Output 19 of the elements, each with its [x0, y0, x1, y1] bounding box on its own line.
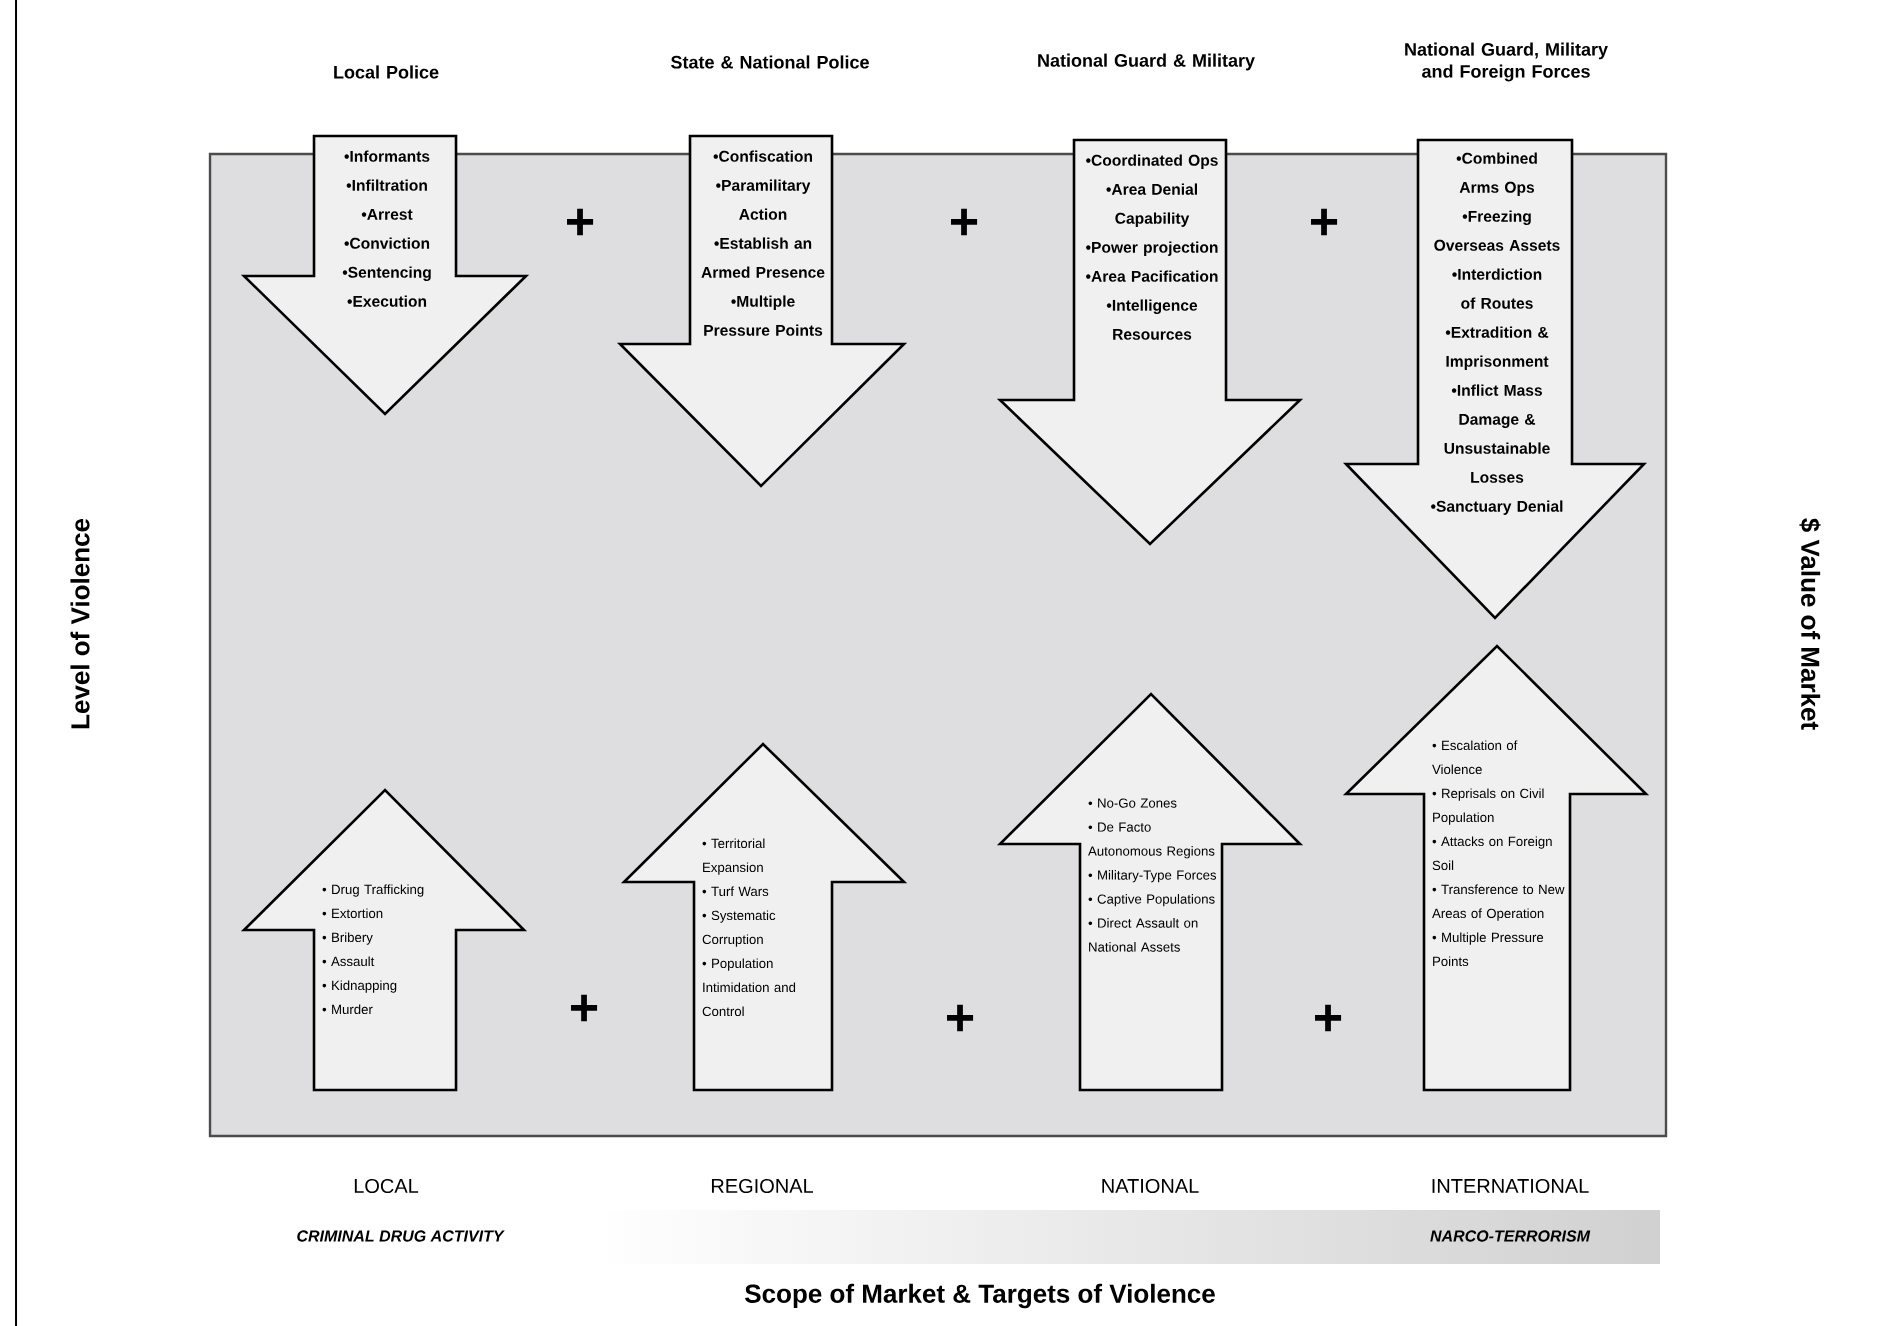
plus-sign: +: [571, 994, 598, 1022]
scope-label: INTERNATIONAL: [1432, 1178, 1589, 1194]
plus-sign: +: [947, 1004, 974, 1032]
category-label: CRIMINAL DRUG ACTIVITY: [297, 1230, 505, 1242]
plus-sign: +: [567, 208, 594, 236]
axis-title: Scope of Market & Targets of Violence: [745, 1283, 1215, 1309]
column-heading: Local Police: [334, 65, 439, 79]
scope-label: REGIONAL: [711, 1178, 814, 1194]
column-heading: State & National Police: [671, 55, 869, 69]
scope-label: NATIONAL: [1102, 1178, 1199, 1194]
axis-label: $ Value of Market: [1799, 518, 1821, 730]
category-label: NARCO-TERRORISM: [1430, 1230, 1591, 1242]
plus-sign: +: [1311, 208, 1338, 236]
scope-label: LOCAL: [354, 1178, 419, 1194]
plus-sign: +: [1315, 1004, 1342, 1032]
column-heading: National Guard & Military: [1038, 53, 1255, 71]
plus-sign: +: [951, 208, 978, 236]
column-heading: National Guard, Military and Foreign Forces: [1405, 42, 1608, 82]
axis-label: Level of Violence: [70, 518, 90, 729]
